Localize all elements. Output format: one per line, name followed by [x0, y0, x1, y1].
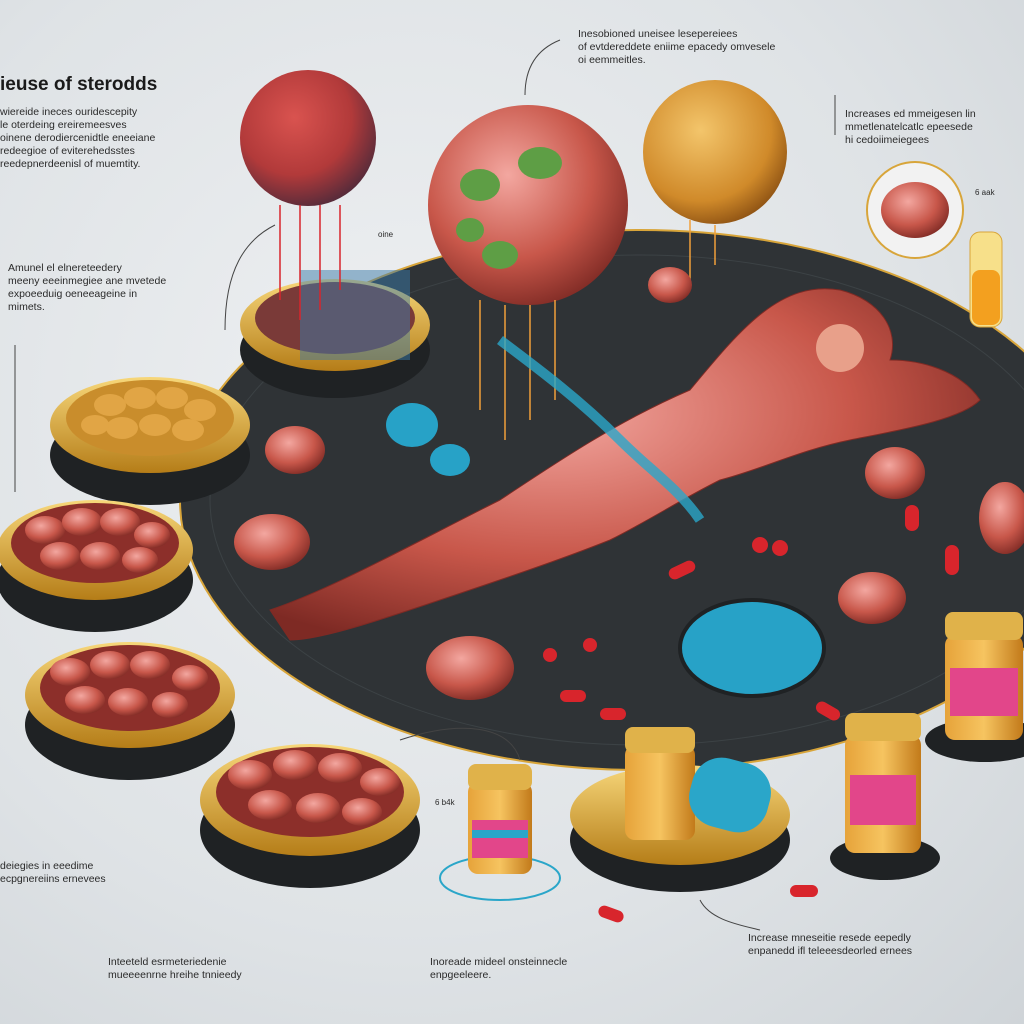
- small-tag-2: 6 b4k: [435, 798, 455, 807]
- small-tag-3: oine: [378, 230, 394, 239]
- bowl-muscle-1: [0, 500, 193, 632]
- jar-right-2: [925, 612, 1024, 762]
- label-top-right: Increases ed mmeigesen lin mmetlenatelca…: [845, 108, 976, 146]
- sphere-orange: [643, 80, 787, 224]
- label-left-intro: wiereide ineces ouridescepity le oterdei…: [0, 106, 156, 170]
- small-tag-1: 6 aak: [975, 188, 995, 197]
- bowl-small-top-left: [240, 270, 430, 398]
- vial-right: [969, 231, 1003, 328]
- label-left-mid: Amunel el elnereteedery meeny eeeinmegie…: [8, 262, 167, 313]
- label-bottom-right: Increase mneseitie resede eepedly enpane…: [748, 932, 913, 957]
- blue-receptor-disc: [678, 598, 826, 698]
- bowl-muscle-3: [200, 744, 420, 888]
- anatomical-figure: [269, 288, 981, 641]
- label-bottom-left: deiegies in eeedime ecpgnereiins ernevee…: [0, 860, 106, 885]
- sphere-muscle-cluster: [428, 105, 628, 305]
- jar-left: [439, 764, 561, 901]
- sphere-multicolor: [240, 70, 376, 206]
- connector-lines: [14, 39, 836, 931]
- jar-right-1: [830, 713, 940, 880]
- bowl-gold-nuts: [50, 377, 250, 505]
- muscle-blobs: [234, 267, 1024, 700]
- label-top-center: Inesobioned uneisee lesepereiees of evtd…: [578, 28, 776, 66]
- jar-center: [570, 727, 790, 892]
- page-title: ieuse of sterodds: [0, 74, 158, 95]
- bowl-muscle-2: [25, 642, 235, 780]
- label-bottom-left-2: Inteeteld esrmeteriedenie mueeeenrne hre…: [108, 956, 242, 981]
- pills: [543, 505, 959, 923]
- label-bottom-center: Inoreade mideel onsteinnecle enpgeeleere…: [430, 956, 568, 981]
